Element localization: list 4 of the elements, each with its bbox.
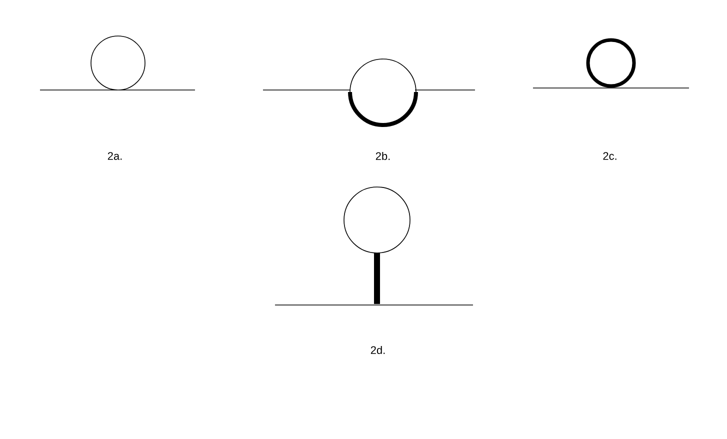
figure-label: 2a.	[108, 152, 122, 160]
figure-label: 2b.	[376, 152, 390, 160]
figure-label: 2c.	[603, 152, 616, 160]
figure-label: 2d.	[370, 346, 385, 354]
